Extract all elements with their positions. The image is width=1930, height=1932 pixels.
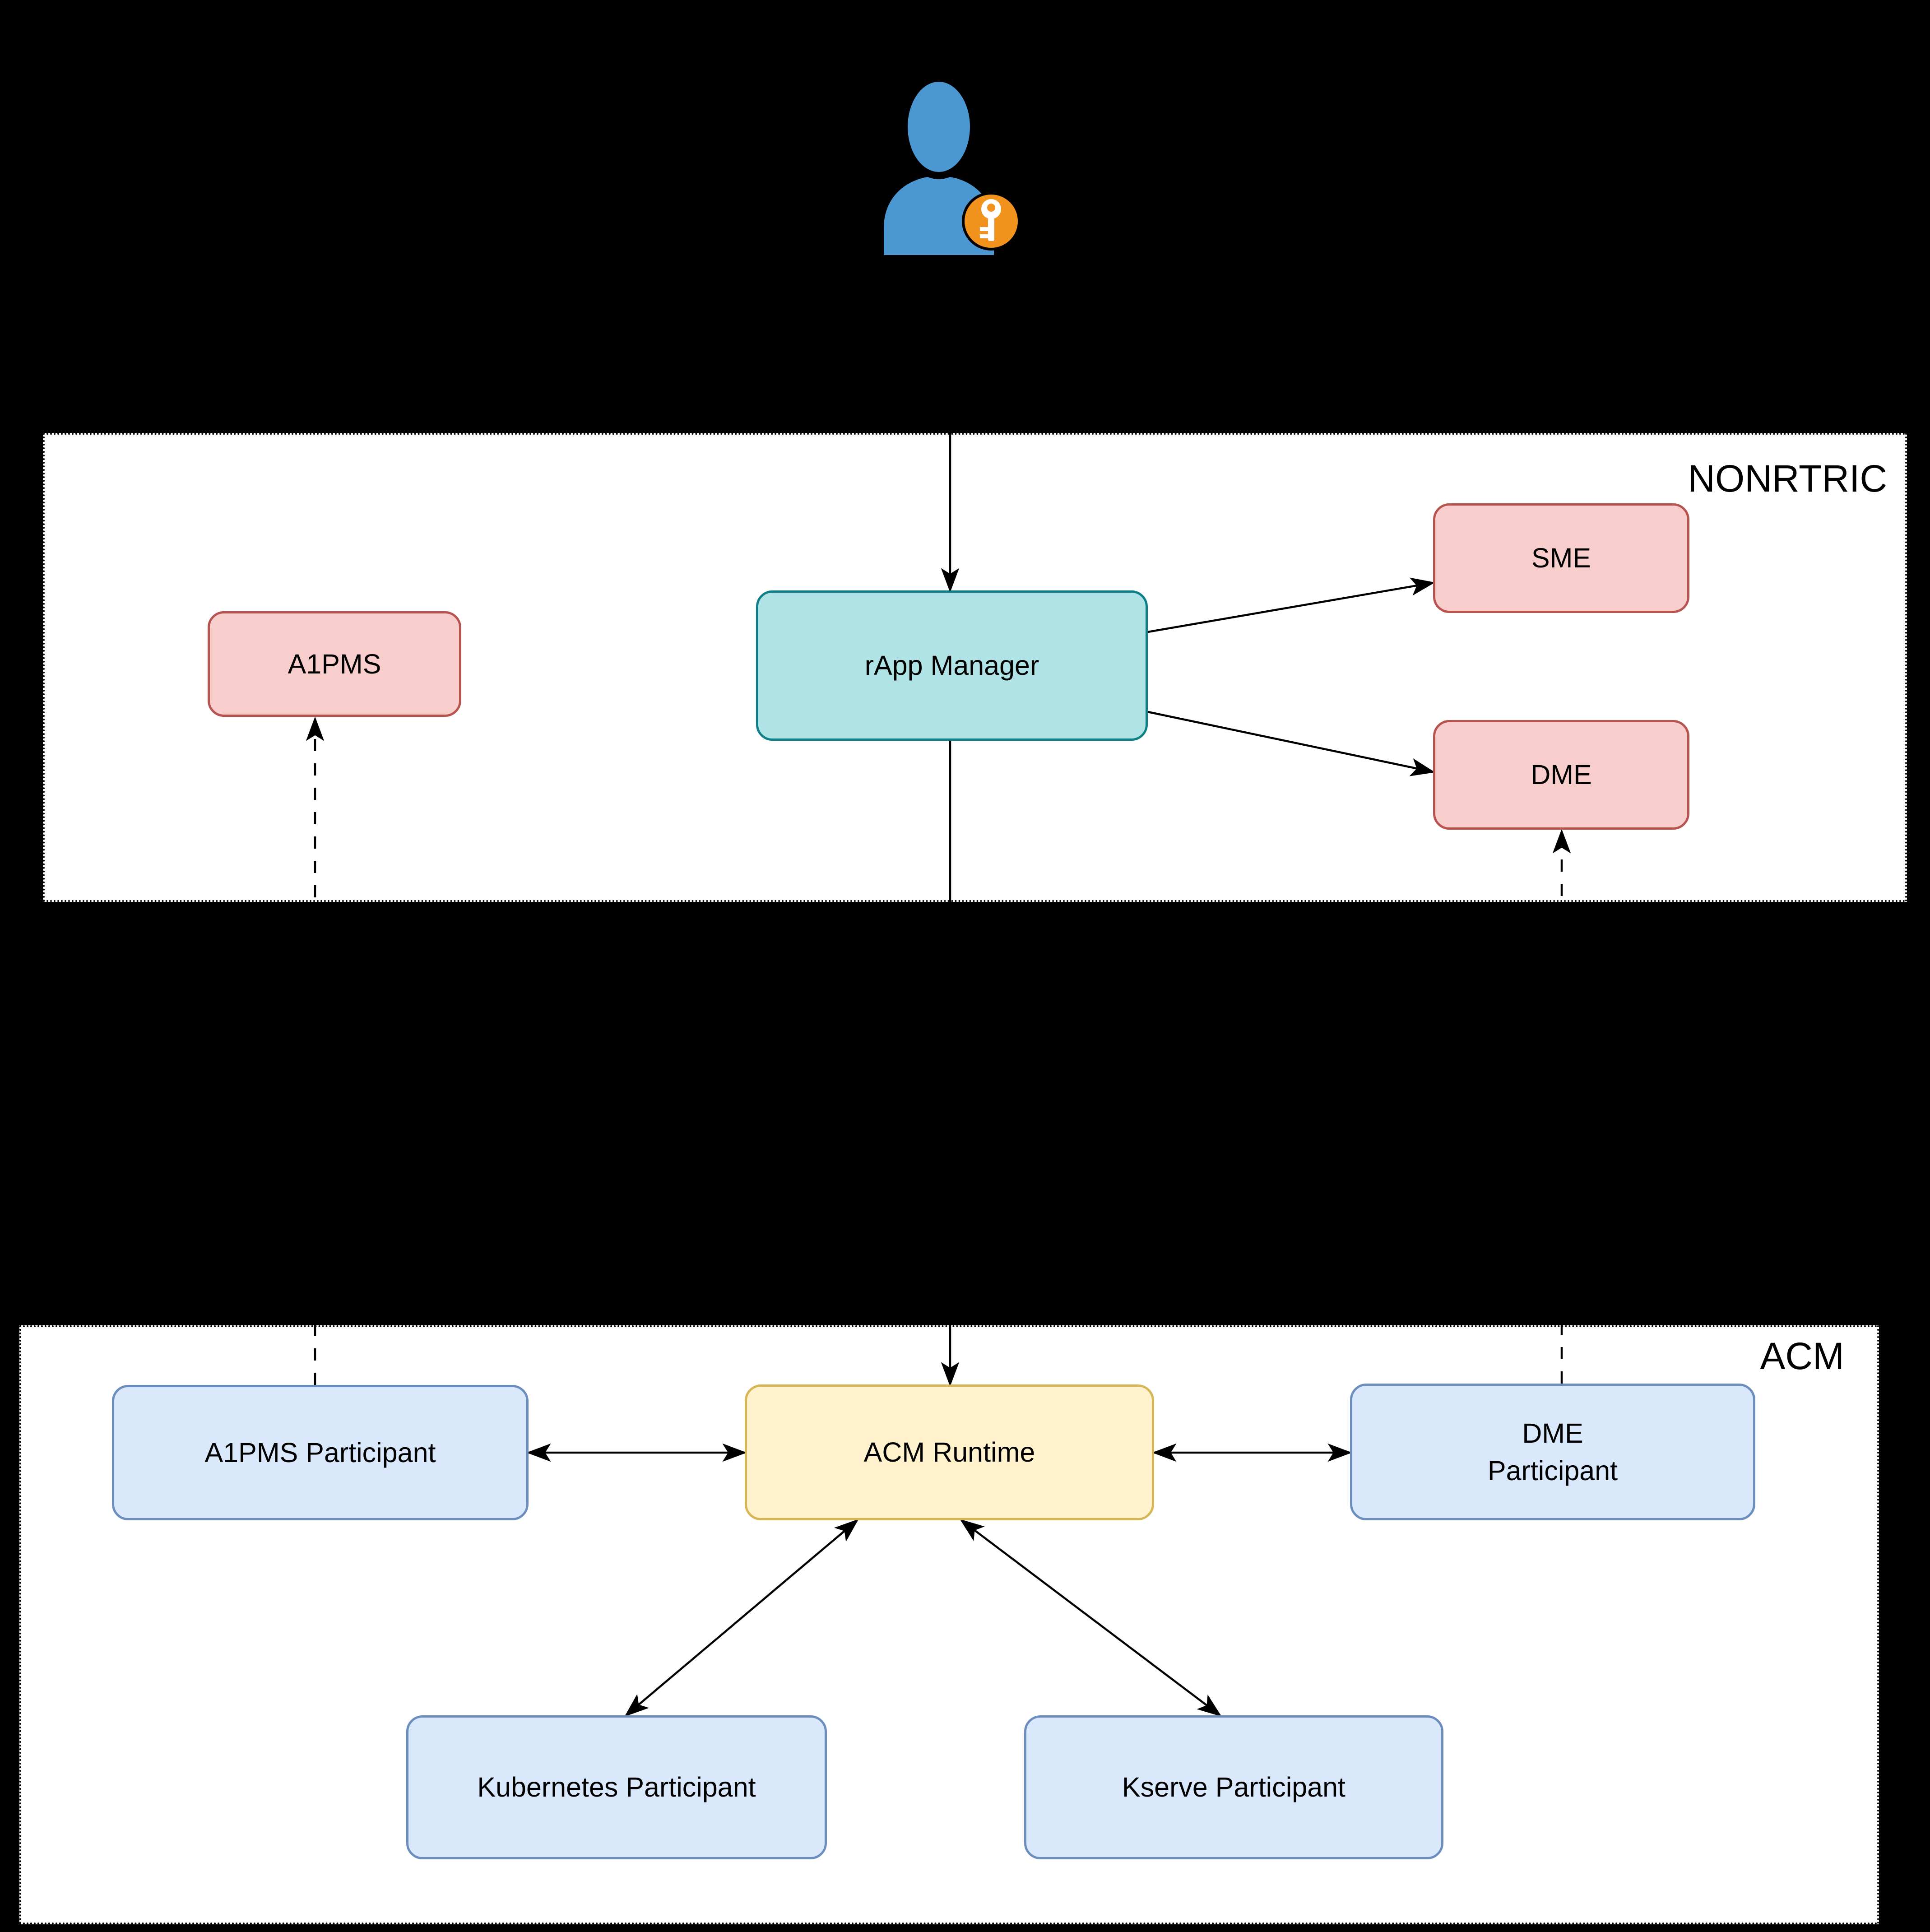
node-sme-label: SME [1531,543,1591,574]
node-acm-runtime-label: ACM Runtime [863,1437,1035,1468]
node-a1pms: A1PMS [208,611,461,717]
node-a1pms-participant-label: A1PMS Participant [204,1437,436,1468]
node-kserve-participant: Kserve Participant [1024,1715,1443,1859]
node-dme-participant: DME Participant [1350,1384,1755,1520]
node-kserve-participant-label: Kserve Participant [1122,1772,1345,1803]
node-rapp-manager-label: rApp Manager [864,650,1039,681]
node-dme-participant-label: DME Participant [1487,1418,1618,1486]
node-a1pms-label: A1PMS [288,648,381,679]
user-body [884,176,994,255]
node-dme-label: DME [1531,759,1592,790]
container-acm-label: ACM [1760,1335,1844,1377]
node-dme: DME [1433,720,1689,830]
node-acm-runtime: ACM Runtime [745,1384,1154,1520]
container-nonrtric-label: NONRTRIC [1688,457,1887,500]
user-icon [884,74,1021,255]
node-kubernetes-participant: Kubernetes Participant [406,1715,827,1859]
key-icon [962,192,1021,251]
node-rapp-manager: rApp Manager [756,590,1148,741]
user-head [900,74,977,179]
node-a1pms-participant: A1PMS Participant [112,1385,529,1520]
node-sme: SME [1433,503,1689,613]
node-kubernetes-participant-label: Kubernetes Participant [477,1772,756,1803]
